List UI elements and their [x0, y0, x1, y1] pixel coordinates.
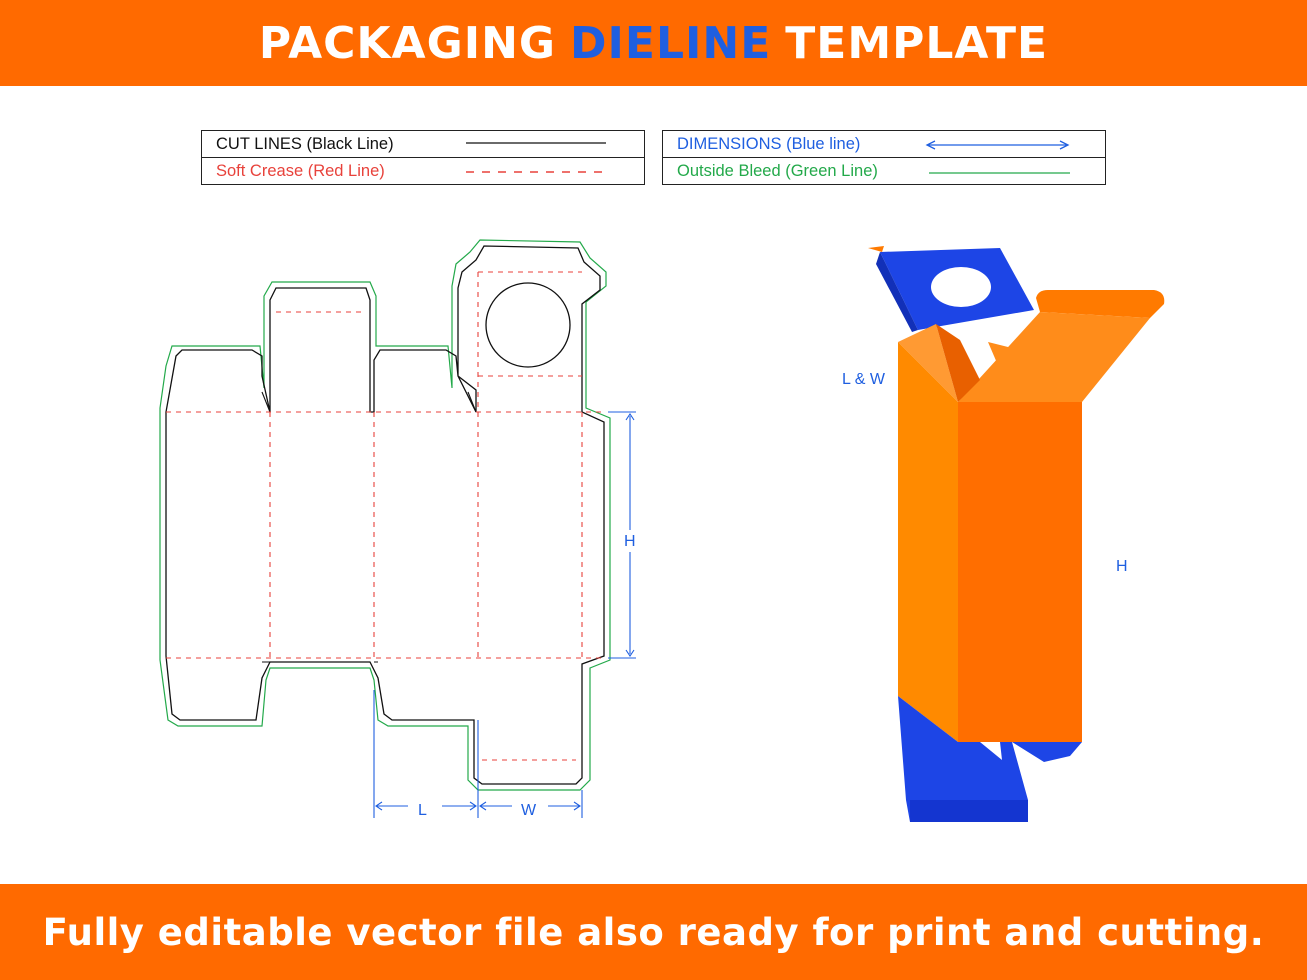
dim-label-h-box: H	[1116, 558, 1128, 575]
window-cutout	[485, 282, 571, 368]
header-word-dieline: DIELINE	[570, 17, 772, 69]
legend-crease-label: Soft Crease (Red Line)	[216, 162, 385, 180]
crease-lines	[166, 271, 604, 761]
dim-label-l: L	[418, 802, 427, 819]
cut-tab-lines	[261, 391, 477, 663]
box-bottom-blue-flap	[898, 696, 1028, 822]
legend-row-dimensions: DIMENSIONS (Blue line)	[663, 131, 1105, 158]
box-front-face	[958, 402, 1082, 742]
box-window-hole	[931, 267, 991, 307]
legend-row-cut: CUT LINES (Black Line)	[202, 131, 644, 158]
legend-bleed-swatch	[929, 172, 1070, 174]
box-mockup	[868, 246, 1165, 822]
legend-dimensions-swatch	[925, 140, 1070, 150]
legend-dimensions-label: DIMENSIONS (Blue line)	[677, 135, 861, 153]
legend-left: CUT LINES (Black Line) Soft Crease (Red …	[201, 130, 645, 185]
dimension-lines	[373, 411, 636, 818]
legend-crease-swatch	[466, 171, 606, 173]
dim-label-h-flat: H	[624, 533, 636, 550]
header-word-template: TEMPLATE	[785, 17, 1049, 69]
legend-bleed-label: Outside Bleed (Green Line)	[677, 162, 878, 180]
footer-text: Fully editable vector file also ready fo…	[42, 910, 1265, 954]
legend-row-bleed: Outside Bleed (Green Line)	[663, 158, 1105, 184]
box-side-face	[898, 342, 958, 742]
legend-row-crease: Soft Crease (Red Line)	[202, 158, 644, 184]
legend-right: DIMENSIONS (Blue line) Outside Bleed (Gr…	[662, 130, 1106, 185]
header-banner: PACKAGING DIELINE TEMPLATE	[0, 0, 1307, 86]
bleed-outline	[159, 239, 611, 791]
footer-banner: Fully editable vector file also ready fo…	[0, 884, 1307, 980]
cut-outline	[165, 245, 605, 785]
dim-label-w: W	[521, 802, 537, 819]
header-word-packaging: PACKAGING	[258, 17, 557, 69]
legend-cut-swatch	[466, 142, 606, 144]
legend-cut-label: CUT LINES (Black Line)	[216, 135, 394, 153]
dim-label-lw: L & W	[842, 371, 886, 388]
